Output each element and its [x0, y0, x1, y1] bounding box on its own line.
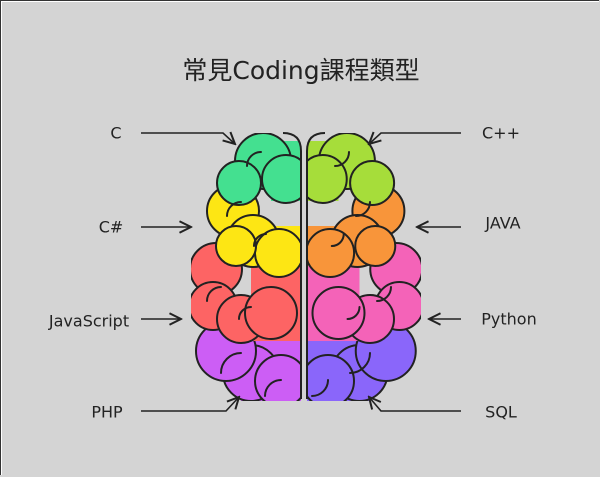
brain-fold [346, 306, 361, 320]
arrow-php-icon [141, 397, 239, 412]
lobe-gyrus [216, 160, 262, 206]
lobe-cpp [307, 133, 396, 206]
brain-fold [246, 151, 262, 167]
label-cpp: C++ [482, 123, 520, 143]
lobe-gyrus [254, 228, 301, 278]
brain-fold [334, 151, 350, 167]
brain-fold [253, 233, 267, 247]
lobe-javascript [191, 242, 301, 344]
brain-fold [264, 379, 282, 397]
label-php: PHP [91, 402, 123, 422]
brain-fold [349, 352, 371, 374]
right-hemisphere [307, 133, 421, 401]
right-midline [306, 132, 326, 399]
label-sql: SQL [485, 402, 517, 422]
arrow-cpp-icon [369, 133, 461, 144]
lobe-gyrus [311, 286, 366, 340]
brain-fold [330, 233, 345, 247]
lobe-gyrus [307, 154, 348, 204]
lobe-gyrus [215, 225, 257, 267]
brain-fold [238, 306, 252, 320]
arrow-c-icon [141, 133, 235, 144]
left-hemisphere [191, 133, 301, 401]
brain-fold [355, 201, 371, 217]
brain-fold [376, 286, 392, 302]
lobe-gyrus [307, 228, 356, 278]
left-midline [282, 132, 302, 399]
arrow-sql-icon [369, 397, 461, 412]
brain-fold [226, 201, 242, 217]
label-javascript: JavaScript [48, 311, 130, 331]
label-python: Python [481, 309, 537, 329]
page-title: 常見Coding課程類型 [182, 56, 420, 85]
brain-fold [311, 379, 329, 397]
label-csharp: C# [98, 217, 124, 237]
lobe-gyrus [354, 225, 397, 267]
lobe-java [307, 184, 406, 278]
label-c: C [110, 123, 122, 143]
brain-fold [206, 286, 222, 302]
brain-fold [220, 352, 242, 374]
lobe-gyrus [349, 160, 396, 206]
label-java: JAVA [485, 213, 521, 233]
lobe-c [216, 133, 301, 206]
lobe-python [307, 242, 421, 344]
lobe-gyrus [244, 286, 298, 340]
lobe-gyrus [261, 154, 301, 204]
